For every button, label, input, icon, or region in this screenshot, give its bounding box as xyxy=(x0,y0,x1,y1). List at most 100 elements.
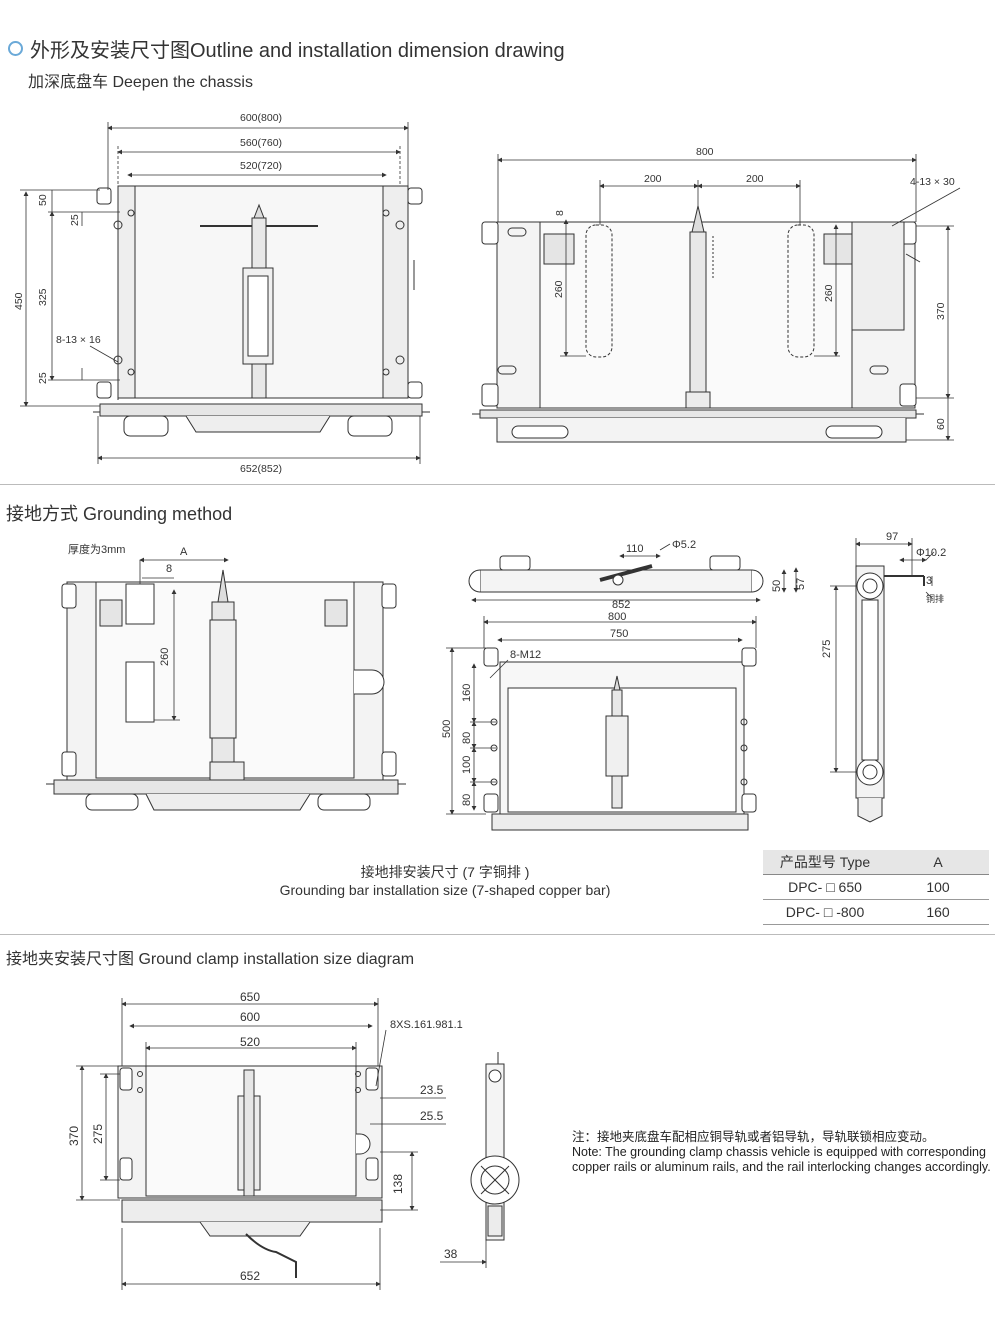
section-divider xyxy=(0,484,995,485)
dim-label: 160 xyxy=(461,684,473,702)
dim-label: 500 xyxy=(441,720,453,738)
dim-label: 厚度为3mm xyxy=(68,542,125,556)
dim-label: 652 xyxy=(240,1269,260,1283)
table-row: DPC- □ 650 100 xyxy=(763,874,989,900)
dim-label: Φ5.2 xyxy=(672,539,696,551)
section-title-grounding: 接地方式 Grounding method xyxy=(6,504,233,524)
dim-label: 200 xyxy=(644,173,662,185)
dim-label: 38 xyxy=(444,1247,458,1261)
grounding-bar-caption: 接地排安装尺寸 (7 字铜排 ) Grounding bar installat… xyxy=(260,862,630,898)
dim-label: Φ10.2 xyxy=(916,547,946,559)
dim-label: 520(720) xyxy=(240,160,282,172)
front-view-dim-labels: 600(800) 560(760) 520(720) 652(852) 450 … xyxy=(13,112,282,475)
dim-label: 275 xyxy=(821,640,833,658)
dim-label: 560(760) xyxy=(240,137,282,149)
grounding-bottom-labels: 800 750 8-M12 500 160 80 100 80 xyxy=(441,611,628,806)
dim-label: 3 xyxy=(926,575,932,587)
dim-label: 铜排 xyxy=(926,593,944,604)
page-title: 外形及安装尺寸图Outline and installation dimensi… xyxy=(8,34,565,63)
dim-label: A xyxy=(180,546,188,558)
type-spec-table: 产品型号 Type A DPC- □ 650 100 DPC- □ -800 1… xyxy=(763,850,989,925)
caption-zh: 接地排安装尺寸 (7 字铜排 ) xyxy=(360,864,530,880)
dim-label: 100 xyxy=(461,756,473,774)
grounding-side-labels: 97 Φ10.2 3 铜排 275 xyxy=(821,531,946,658)
dim-label: 138 xyxy=(391,1174,405,1194)
dim-label: 750 xyxy=(610,628,628,640)
dim-label: 8 xyxy=(554,210,566,216)
dim-label: 370 xyxy=(67,1126,81,1146)
dim-label: 97 xyxy=(886,531,898,543)
dim-label: 23.5 xyxy=(420,1083,444,1097)
grounding-left-dimensions xyxy=(139,557,229,721)
table-cell: DPC- □ 650 xyxy=(763,874,887,900)
ground-clamp-front-dims xyxy=(76,998,446,1290)
page-subtitle: 加深底盘车 Deepen the chassis xyxy=(28,74,253,91)
grounding-side-view xyxy=(855,565,925,823)
dim-label: 50 xyxy=(37,194,49,206)
dim-label: 80 xyxy=(461,794,473,806)
dim-label: 8XS.161.981.1 xyxy=(390,1019,463,1031)
ground-clamp-note: 注：接地夹底盘车配相应铜导轨或者铝导轨，导轨联锁相应变动。 Note: The … xyxy=(572,1130,998,1175)
dim-label: 110 xyxy=(626,543,644,555)
dim-label: 260 xyxy=(823,284,835,302)
grounding-top-strip-labels: 110 Φ5.2 50 57 852 xyxy=(612,539,807,611)
dim-label: 600 xyxy=(240,1010,260,1024)
grounding-bottom-dims xyxy=(446,616,757,815)
table-header-row: 产品型号 Type A xyxy=(763,850,989,875)
section-title-ground-clamp: 接地夹安装尺寸图 Ground clamp installation size … xyxy=(6,951,415,968)
dim-label: 8 xyxy=(166,563,172,575)
dim-label: 8-13 × 16 xyxy=(56,334,101,346)
dim-label: 8-M12 xyxy=(510,649,541,661)
dim-label: 25 xyxy=(69,214,81,226)
caption-en: Grounding bar installation size (7-shape… xyxy=(279,882,611,898)
grounding-left-view xyxy=(46,569,406,811)
dim-label: 80 xyxy=(461,732,473,744)
section-divider xyxy=(0,934,995,935)
dim-label: 650 xyxy=(240,990,260,1004)
grounding-side-dims xyxy=(830,538,935,773)
grounding-top-strip xyxy=(468,555,764,593)
dim-label: 200 xyxy=(746,173,764,185)
ground-clamp-side-labels: 38 xyxy=(444,1247,458,1261)
top-view-deepen-chassis xyxy=(472,205,924,443)
dim-label: 800 xyxy=(696,146,714,158)
ground-clamp-side-dims xyxy=(440,1240,487,1268)
table-cell: 160 xyxy=(887,899,989,925)
top-view-dimensions xyxy=(497,154,961,441)
grounding-left-labels: 厚度为3mm A 8 260 xyxy=(68,542,188,666)
dim-label: 520 xyxy=(240,1035,260,1049)
page-title-text: 外形及安装尺寸图Outline and installation dimensi… xyxy=(30,40,565,62)
table-row: DPC- □ -800 160 xyxy=(763,899,989,925)
top-view-dim-labels: 800 200 200 4-13 × 30 8 260 260 370 60 xyxy=(553,146,955,430)
dim-label: 370 xyxy=(935,302,947,320)
bullet-ring-icon xyxy=(8,41,23,56)
dim-label: 325 xyxy=(37,288,49,306)
dim-label: 600(800) xyxy=(240,112,282,124)
grounding-bottom-view xyxy=(483,647,757,831)
front-view-dimensions xyxy=(20,122,421,464)
dim-label: 50 xyxy=(771,580,783,592)
dim-label: 25.5 xyxy=(420,1109,444,1123)
table-cell: DPC- □ -800 xyxy=(763,899,887,925)
ground-clamp-front-view xyxy=(117,1065,383,1278)
dim-label: 652(852) xyxy=(240,463,282,475)
ground-clamp-front-labels: 650 600 520 8XS.161.981.1 23.5 25.5 370 … xyxy=(67,990,463,1283)
dim-label: 852 xyxy=(612,599,630,611)
note-en: Note: The grounding clamp chassis vehicl… xyxy=(572,1145,991,1174)
dim-label: 57 xyxy=(795,578,807,590)
dim-label: 275 xyxy=(91,1124,105,1144)
dim-label: 60 xyxy=(935,418,947,430)
table-cell: 100 xyxy=(887,874,989,900)
dim-label: 800 xyxy=(608,611,626,623)
front-view-deepen-chassis xyxy=(93,185,430,437)
dim-label: 260 xyxy=(553,280,565,298)
dim-label: 260 xyxy=(159,648,171,666)
note-zh: 注：接地夹底盘车配相应铜导轨或者铝导轨，导轨联锁相应变动。 xyxy=(572,1130,935,1144)
dim-label: 25 xyxy=(37,372,49,384)
table-header-cell: 产品型号 Type xyxy=(763,850,887,875)
table-header-cell: A xyxy=(887,850,989,875)
grounding-top-strip-dims xyxy=(471,543,799,603)
ground-clamp-side-view xyxy=(470,1052,520,1241)
dim-label: 4-13 × 30 xyxy=(910,176,955,188)
